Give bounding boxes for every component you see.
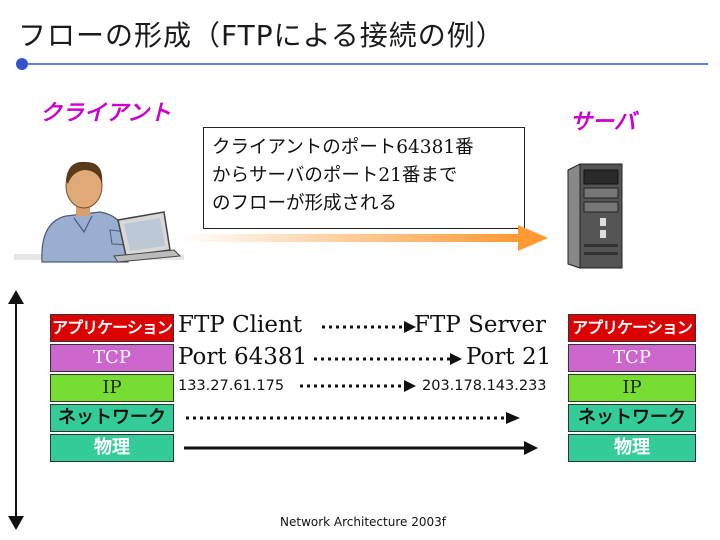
server-ip-label: 203.178.143.233 — [422, 378, 547, 394]
server-layer-ip: IP — [568, 374, 696, 402]
client-label: クライアント — [40, 101, 172, 126]
server-tower-icon — [567, 163, 623, 269]
title-rule — [16, 58, 708, 70]
client-layer-physical: 物理 — [50, 434, 174, 462]
client-layer-application: アプリケーション — [50, 314, 174, 342]
vertical-double-arrow — [8, 290, 24, 530]
callout-line: からサーバのポート21番まで — [212, 165, 458, 186]
link-peer-arrow — [186, 412, 520, 424]
transport-peer-arrow — [314, 353, 462, 365]
server-port-label: Port 21 — [466, 344, 552, 370]
physical-link-arrow — [184, 441, 538, 455]
network-peer-arrow — [300, 380, 416, 392]
server-application-label: FTP Server — [414, 312, 547, 338]
server-layer-physical: 物理 — [568, 434, 696, 462]
client-application-label: FTP Client — [178, 312, 303, 338]
client-layer-ip: IP — [50, 374, 174, 402]
server-layer-application: アプリケーション — [568, 314, 696, 342]
flow-arrow — [180, 225, 548, 251]
client-layer-tcp: TCP — [50, 344, 174, 372]
footer-text: Network Architecture 2003f — [280, 515, 446, 529]
callout-line: のフローが形成される — [212, 193, 398, 214]
server-layer-tcp: TCP — [568, 344, 696, 372]
client-port-label: Port 64381 — [178, 344, 308, 370]
callout-line: クライアントのポート64381番 — [212, 137, 474, 158]
slide-title: フローの形成（FTPによる接続の例） — [18, 19, 505, 52]
flow-callout: クライアントのポート64381番 からサーバのポート21番まで のフローが形成さ… — [203, 127, 525, 229]
server-layer-network: ネットワーク — [568, 404, 696, 432]
server-label: サーバ — [570, 110, 636, 135]
client-ip-label: 133.27.61.175 — [178, 378, 285, 394]
client-layer-network: ネットワーク — [50, 404, 174, 432]
application-peer-arrow — [322, 321, 416, 333]
person-at-laptop-icon — [14, 161, 184, 263]
